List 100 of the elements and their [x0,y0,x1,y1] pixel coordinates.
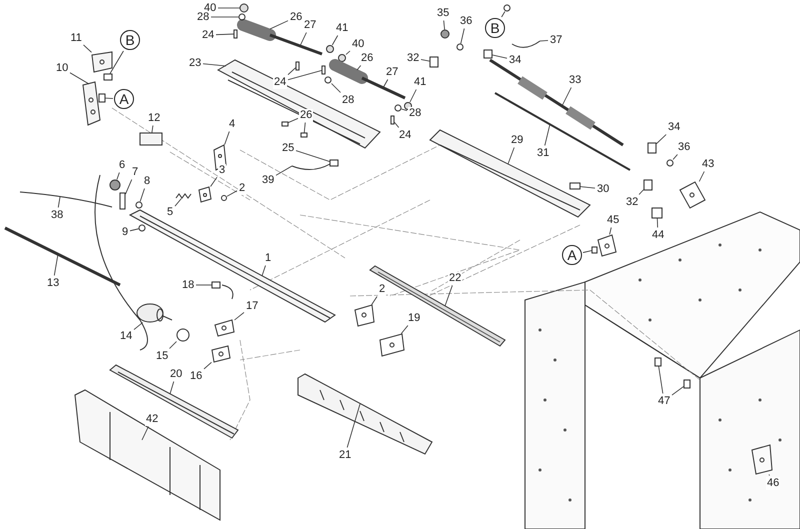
leader-line [288,67,296,76]
callout-number: 16 [189,370,204,382]
callout-number: 24 [273,76,288,88]
cover [140,132,162,146]
leader-line [460,28,465,44]
reference-letter: A [562,245,582,265]
leader-line [170,381,174,394]
callout-number: 37 [549,34,564,46]
connector [330,160,338,166]
leader-line [83,44,92,53]
collar [238,14,246,20]
pad [282,122,288,126]
cable [512,40,540,48]
motor [136,304,172,322]
callout-number: 32 [406,52,420,64]
leader-line [656,134,667,144]
callout-number: 26 [360,52,374,64]
callout-number: 36 [459,14,474,28]
tray [429,129,591,218]
bushing [138,224,146,232]
callout-number: 28 [408,106,422,120]
leader-line [492,54,508,59]
callout-number: 23 [188,56,202,70]
leader-line [508,147,515,164]
leader-line [110,50,124,74]
bracket [597,234,617,257]
pin [390,116,394,124]
callout-number: 5 [166,206,174,218]
leader-line [580,186,596,189]
rod [4,226,121,286]
spacer [684,380,690,388]
leader-line [443,20,445,30]
leader-line [672,386,684,396]
washer [240,4,248,12]
bracket [379,333,405,357]
bracket [644,180,652,190]
leader-line [288,118,298,123]
washer [136,202,142,208]
leader-line [216,34,234,36]
callout-number: 35 [436,6,450,20]
leader-line [152,125,154,133]
rail [128,209,336,323]
callout-number: 32 [625,196,640,208]
shaft [361,76,406,100]
connector [212,282,220,288]
leader-line [58,196,60,208]
callout-number: 43 [701,158,716,170]
callout-number: 15 [155,350,170,362]
pad [300,132,308,138]
washer [404,102,412,110]
callout-number: 28 [196,10,210,24]
callout-number: 8 [143,174,152,188]
leader-line [638,189,644,195]
cable [292,164,330,170]
bracket-tab [104,74,112,80]
callout-number: 13 [46,276,60,290]
callout-number: 26 [289,10,304,24]
screw [221,195,227,201]
callout-number: 3 [218,164,226,176]
shaft [269,34,323,56]
callout-number: 36 [677,140,692,154]
callout-number: 10 [55,62,70,74]
callout-number: 29 [510,134,524,146]
callout-number: 38 [50,208,64,222]
leader-line [105,98,114,99]
callout-number: 28 [341,94,356,106]
leader-line [210,16,239,18]
gear [176,328,190,342]
leader-line [296,150,330,162]
leader-line [116,172,120,180]
leader-line [204,362,212,370]
callout-number: 34 [667,120,682,134]
callout-number: 19 [407,312,422,324]
bracket [91,51,112,73]
callout-number: 18 [181,278,196,292]
sensor [570,182,580,190]
leader-line [202,63,226,66]
leader-line [234,312,244,320]
leader-line [371,296,378,305]
leader-line [420,59,430,62]
leader-line [544,124,550,146]
leader-line [125,179,132,194]
callout-number: 25 [281,142,296,154]
bracket [214,319,235,337]
callout-number: 2 [238,182,246,194]
leader-line [226,190,238,197]
leader-line [401,108,408,112]
leader-line [501,11,506,18]
collar [666,160,674,166]
screw [504,4,510,12]
callout-number: 39 [261,174,276,186]
leader-line [400,325,408,334]
callout-number: 34 [508,54,522,66]
bracket [211,345,231,363]
gear [110,180,120,190]
bracket-tab [592,246,598,254]
leader-line [540,40,548,42]
leader-line [140,188,145,202]
sheet [652,208,662,218]
cable [20,192,112,208]
